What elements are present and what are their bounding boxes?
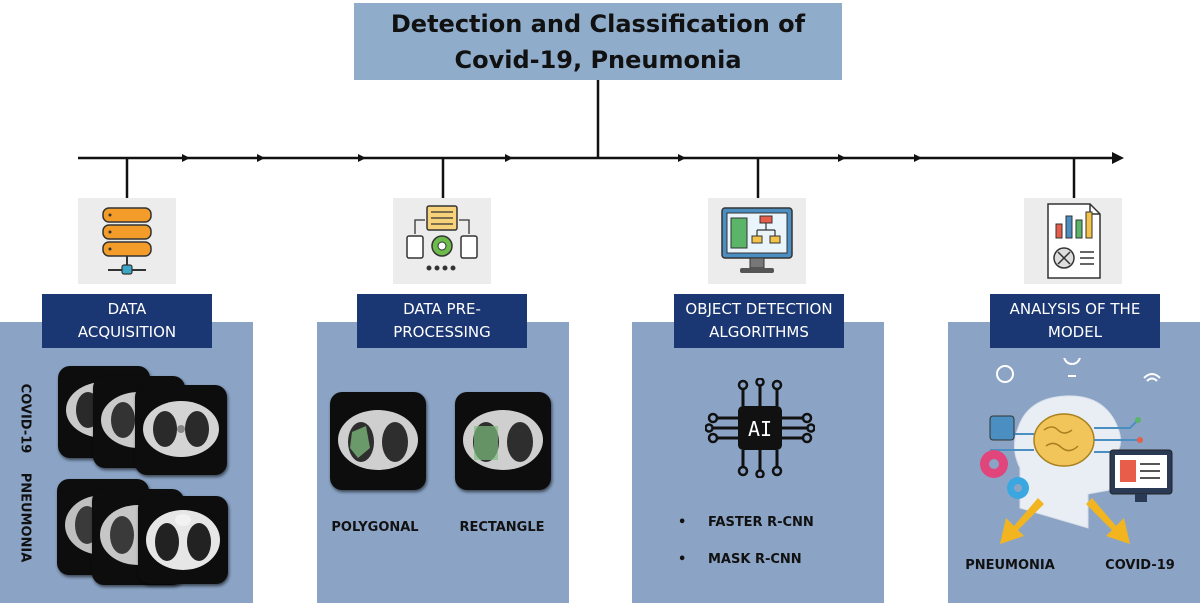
stage2-label-line1: DATA PRE- [403, 300, 481, 318]
ai-chip-text: AI [748, 417, 772, 441]
stage2-icon-card [393, 198, 491, 284]
stage4-label-line2: MODEL [1047, 323, 1103, 341]
stage1-icon-card [78, 198, 176, 284]
rectangle-annotation-scan [455, 392, 551, 490]
timeline [78, 80, 1124, 200]
timeline-arrowhead [1112, 152, 1124, 164]
polygonal-caption: POLYGONAL [331, 520, 419, 535]
covid-arrow [1086, 498, 1130, 544]
settings-small-icon [996, 365, 1014, 383]
monitor-flowchart-icon [721, 207, 793, 273]
stage1-label: DATA ACQUISITION [42, 294, 212, 348]
stage3-label-line2: ALGORITHMS [709, 323, 809, 341]
ai-chip-icon: AI [705, 378, 815, 478]
database-icon [102, 207, 152, 275]
ai-brain-analysis-illustration [980, 358, 1173, 544]
covid-side-label: COVID-19 [17, 383, 33, 454]
wifi-icon [1143, 373, 1161, 382]
bullet-faster-rcnn: • FASTER R-CNN [678, 515, 868, 530]
stage4-label: ANALYSIS OF THE MODEL [990, 294, 1160, 348]
diagram-title: Detection and Classification of Covid-19… [354, 3, 842, 80]
stage3-panel [632, 322, 884, 603]
stage3-icon-card [708, 198, 806, 284]
processor-icon [989, 415, 1015, 441]
bullet-dot: • [678, 552, 687, 567]
pneumonia-arrow [1000, 498, 1044, 544]
stage3-label-line1: OBJECT DETECTION [685, 300, 833, 318]
stage2-label-line2: PROCESSING [393, 323, 491, 341]
mask-rcnn-label: MASK R-CNN [708, 552, 802, 567]
stage4-icon-card [1024, 198, 1122, 284]
stage3-label: OBJECT DETECTION ALGORITHMS [674, 294, 844, 348]
covid-ct-scan-3 [135, 385, 227, 475]
title-line-2: Covid-19, Pneumonia [454, 45, 742, 74]
timeline-ticks [182, 154, 922, 162]
covid-output-label: COVID-19 [1105, 558, 1175, 573]
pneumonia-output-label: PNEUMONIA [965, 558, 1055, 573]
faster-rcnn-label: FASTER R-CNN [708, 515, 814, 530]
rectangle-caption: RECTANGLE [459, 520, 545, 535]
polygonal-annotation-scan [330, 392, 426, 490]
pneumonia-ct-scan-3 [138, 496, 228, 584]
bullet-dot: • [678, 515, 687, 530]
stage1-label-line2: ACQUISITION [77, 323, 177, 341]
stage2-label: DATA PRE- PROCESSING [357, 294, 527, 348]
title-line-1: Detection and Classification of [390, 9, 806, 38]
report-chart-icon [1047, 203, 1101, 279]
stage4-label-line1: ANALYSIS OF THE [1009, 300, 1141, 318]
bullet-mask-rcnn: • MASK R-CNN [678, 552, 868, 567]
pneumonia-side-label: PNEUMONIA [17, 472, 33, 563]
lightbulb-icon [1063, 358, 1081, 377]
stage1-label-line1: DATA [107, 300, 147, 318]
data-processing-icon [406, 205, 478, 271]
